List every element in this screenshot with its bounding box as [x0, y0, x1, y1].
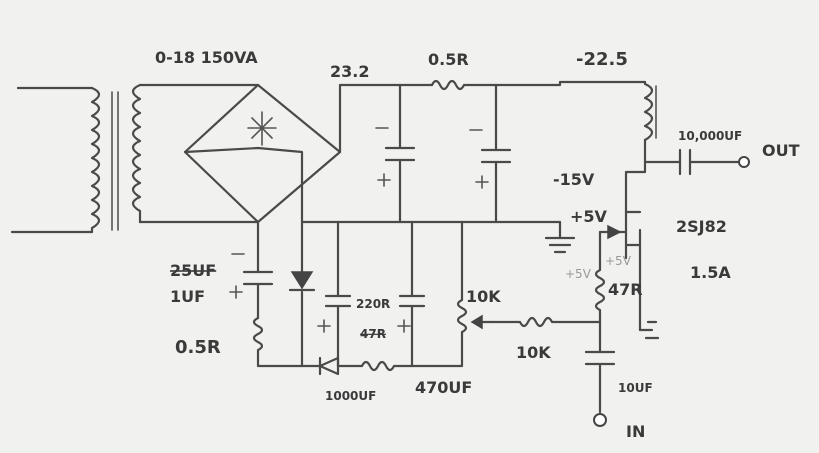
- jfet-part-label: 2SJ82: [676, 217, 727, 236]
- jfet-2sj82: [598, 198, 660, 340]
- input-cap-label: 10UF: [618, 381, 653, 395]
- output-cap-label: 10,000UF: [678, 129, 742, 143]
- faint-voltage-label: +5V: [605, 254, 632, 268]
- input-resistor-label: 10K: [516, 343, 551, 362]
- choke-voltage-label: -22.5: [576, 49, 628, 70]
- transformer-rating-label: 0-18 150VA: [155, 48, 258, 67]
- bias-resistor-label: 0.5R: [175, 337, 221, 358]
- faint-voltage-label-2: +5V: [565, 267, 592, 281]
- output-choke: [624, 80, 657, 202]
- input-label: IN: [626, 422, 645, 441]
- gate-voltage-label: -15V: [553, 170, 595, 189]
- divider-resistor-crossed-label: 47R: [360, 327, 386, 341]
- bias-cap-crossed-label: 25UF: [170, 261, 216, 280]
- pot-label: 10K: [466, 287, 501, 306]
- filter-cap-470-label: 470UF: [415, 378, 472, 397]
- bias-supply: [242, 178, 494, 376]
- output-terminal-icon: [738, 156, 750, 168]
- divider-resistor-label: 220R: [356, 297, 390, 311]
- top-rail: [300, 79, 647, 254]
- bias-cap-label: 1UF: [170, 287, 205, 306]
- rail-voltage-label: 23.2: [330, 62, 369, 81]
- series-resistor-label: 0.5R: [428, 50, 469, 69]
- polarity-marks: [229, 127, 489, 333]
- input-terminal-icon: [593, 413, 607, 427]
- output-coupling: [643, 148, 750, 176]
- bridge-rectifier: [183, 83, 402, 264]
- output-label: OUT: [762, 141, 800, 160]
- source-resistor-label: 47R: [608, 280, 643, 299]
- primary-winding: [10, 86, 119, 234]
- input-stage: [490, 230, 616, 427]
- source-voltage-label: +5V: [570, 207, 608, 226]
- filter-cap-1000-label: 1000UF: [325, 389, 376, 403]
- jfet-current-label: 1.5A: [690, 263, 731, 282]
- secondary-winding: [131, 83, 260, 224]
